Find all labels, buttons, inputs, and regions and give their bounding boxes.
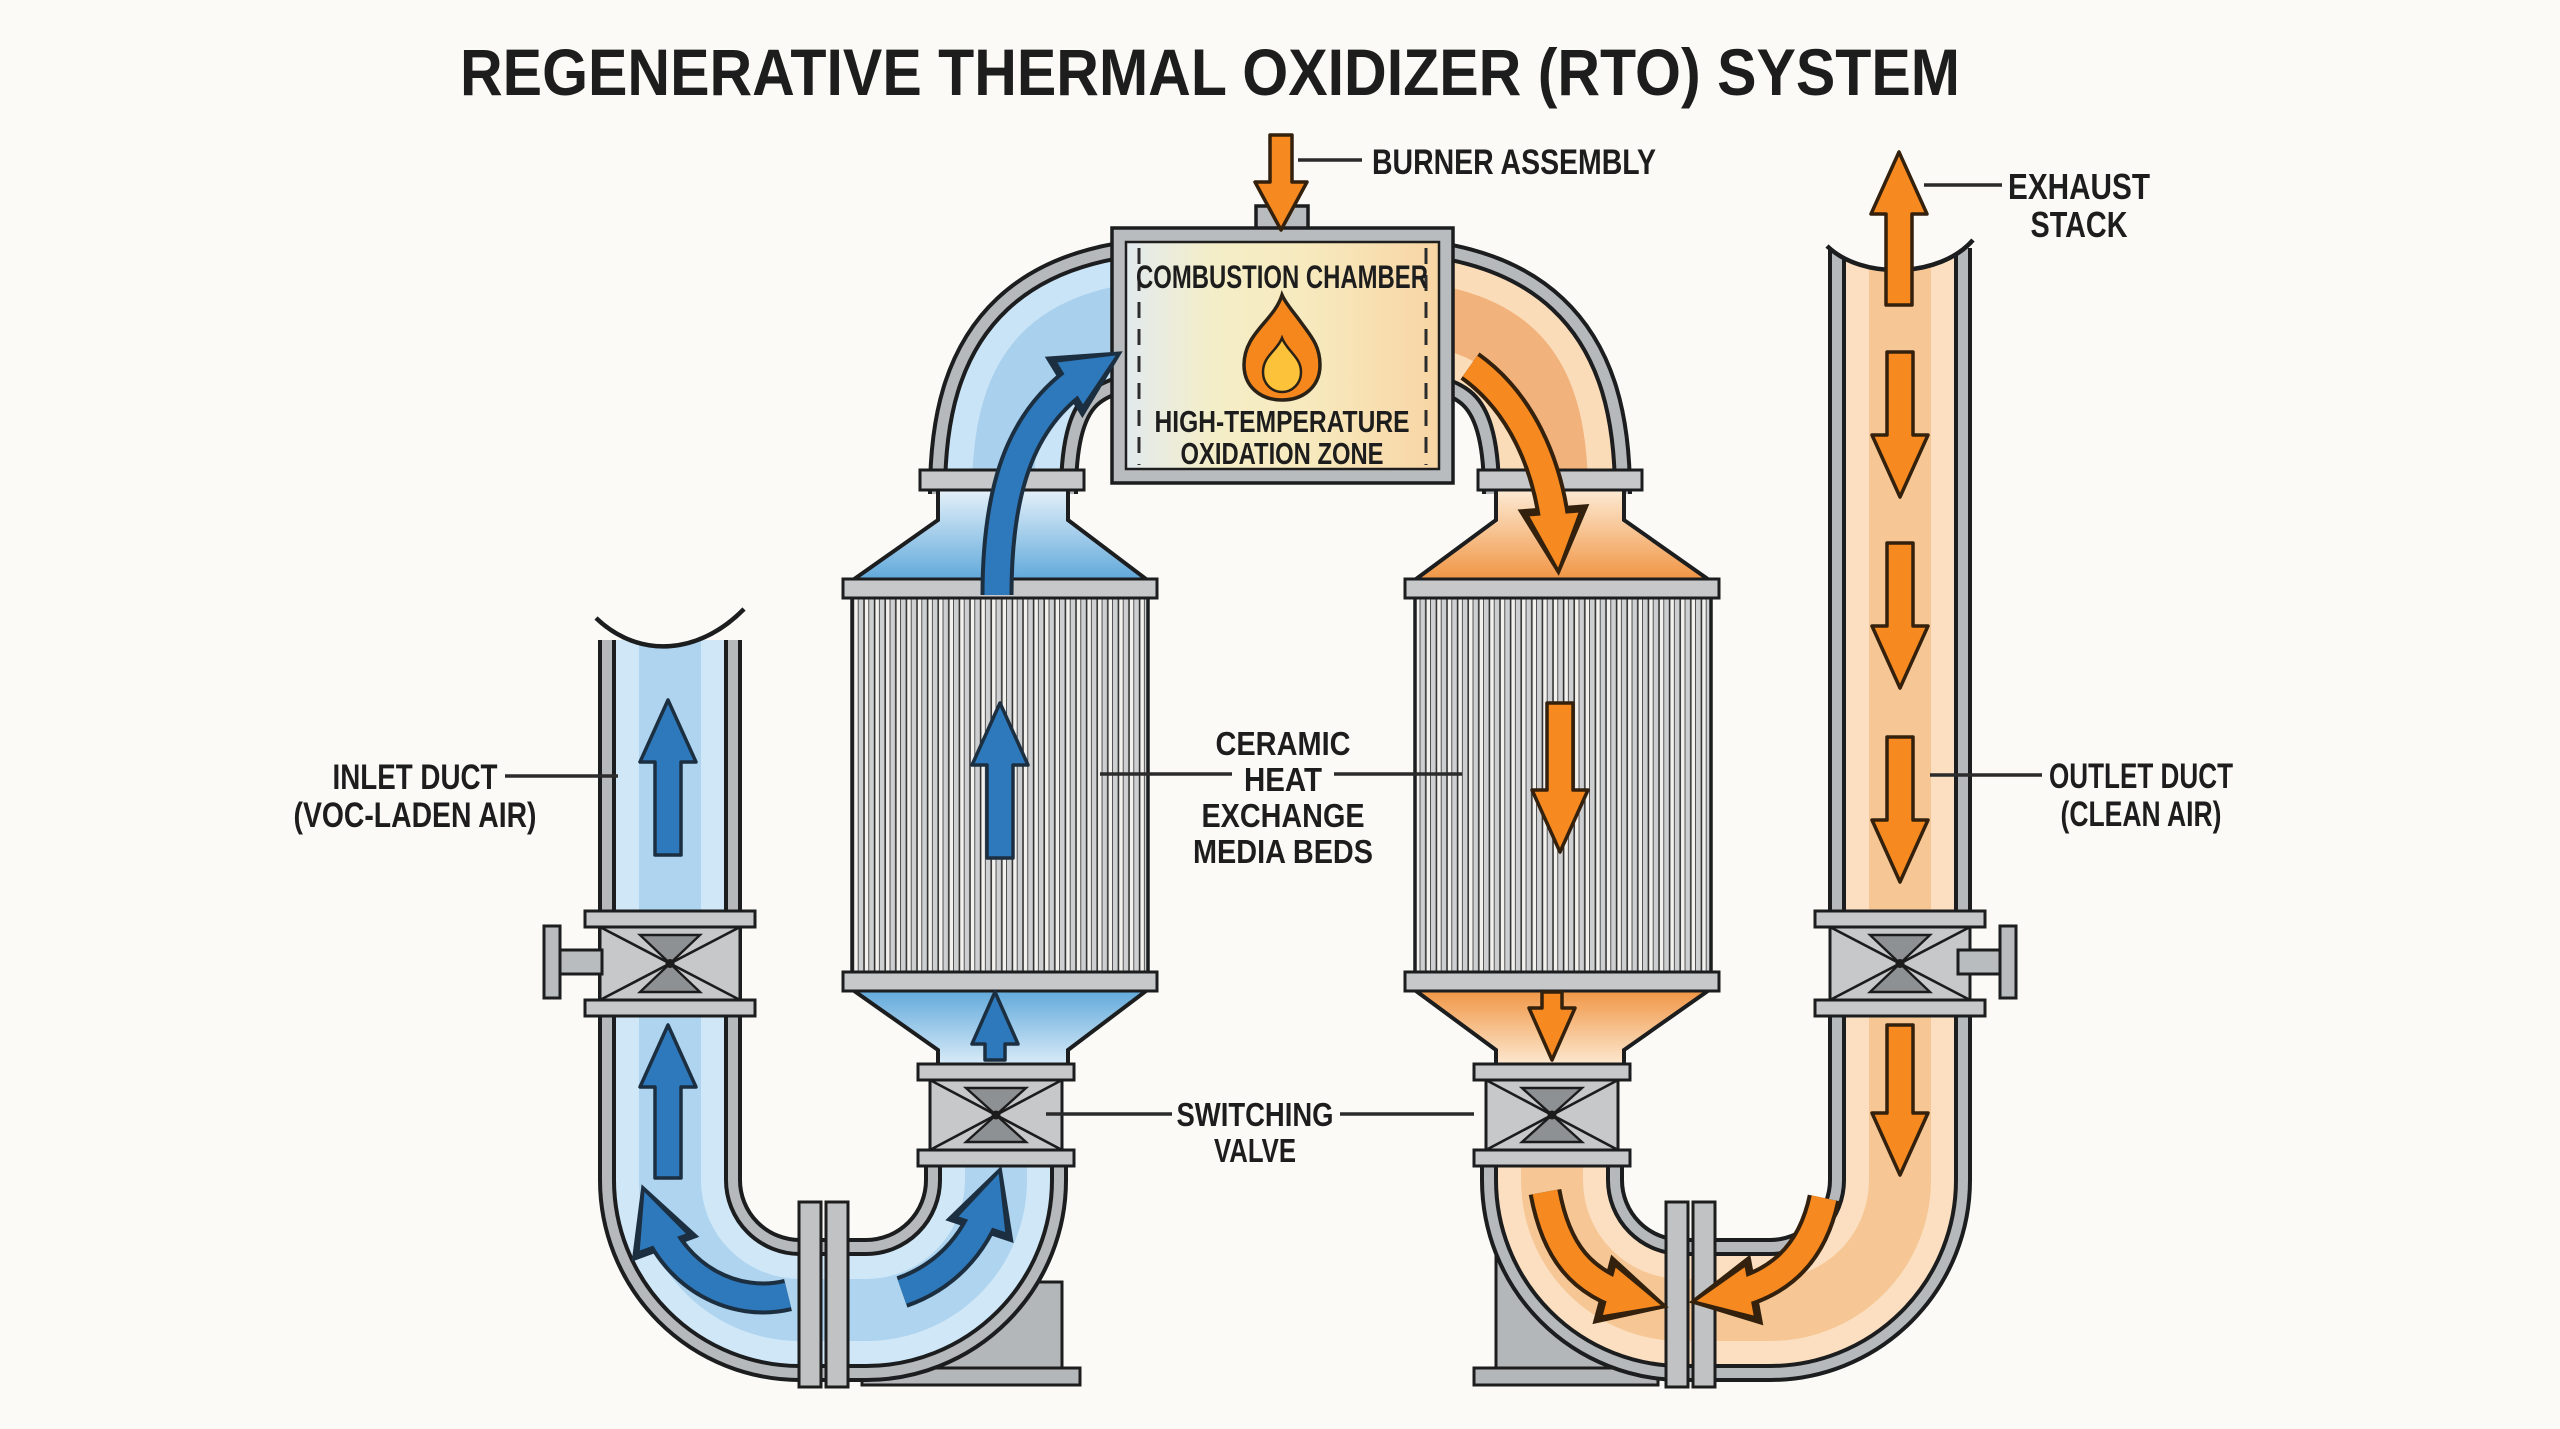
valve-center-pin	[1895, 959, 1905, 968]
valve-bowtie-icon	[1518, 1113, 1586, 1144]
flow-arrows	[631, 133, 1930, 1326]
annotations: REGENERATIVE THERMAL OXIDIZER (RTO) SYST…	[294, 35, 2234, 1169]
valve-bowtie-icon	[962, 1086, 1030, 1117]
cold-flow-arrow	[970, 701, 1030, 860]
valve-bowtie-icon	[1866, 933, 1934, 966]
valve-center-pin	[991, 1110, 1001, 1120]
outlet-valve-handle	[1998, 924, 2018, 1000]
label-media-beds-line4: MEDIA BEDS	[1193, 833, 1373, 870]
valve-center-pin	[665, 959, 675, 968]
left-valve-top-flange	[916, 1062, 1076, 1082]
valve-bowtie-icon	[1866, 961, 1934, 994]
hot-flow-arrow	[1870, 541, 1930, 690]
label-outlet-duct-line1: OUTLET DUCT	[2049, 757, 2233, 796]
label-inlet-duct-line1: INLET DUCT	[333, 758, 498, 797]
hot-flow-arrow	[1530, 701, 1590, 854]
flame-inner-icon	[1261, 334, 1303, 394]
label-burner-assembly: BURNER ASSEMBLY	[1372, 143, 1656, 182]
inlet-valve-stem	[556, 948, 604, 976]
hot-flow-arrow	[1870, 350, 1930, 499]
right-bed-bottom-flange	[1403, 970, 1721, 993]
outlet-valve-top-flange	[1813, 909, 1987, 929]
valve-symbols	[599, 925, 1971, 1152]
valve-bowtie-icon	[1518, 1086, 1586, 1117]
inlet-valve-handle	[542, 924, 562, 1000]
outlet-valve-stem	[1956, 948, 2004, 976]
valve-bowtie-icon	[962, 1113, 1030, 1144]
inlet-duct-break-edge	[594, 607, 746, 649]
cold-flow-arrow	[970, 990, 1020, 1062]
hot-flow-arrow	[1870, 1023, 1930, 1177]
right-valve-bottom-flange	[1472, 1148, 1632, 1168]
valve-bowtie-icon	[636, 933, 704, 966]
label-switching-valve-line2: VALVE	[1214, 1132, 1296, 1169]
hot-flow-arrow	[1253, 133, 1309, 232]
hot-flow-arrow	[1870, 735, 1930, 884]
label-outlet-duct-line2: (CLEAN AIR)	[2061, 795, 2222, 834]
label-combustion-chamber: COMBUSTION CHAMBER	[1136, 259, 1428, 295]
label-oxidation-zone-line1: HIGH-TEMPERATURE	[1155, 404, 1410, 439]
hot-flow-arrow	[1527, 990, 1577, 1062]
label-inlet-duct-line2: (VOC-LADEN AIR)	[294, 796, 537, 835]
right-bed-top-flange	[1403, 577, 1721, 600]
label-exhaust-stack-line2: STACK	[2031, 204, 2128, 245]
right-valve-top-flange	[1472, 1062, 1632, 1082]
combustion-chamber: COMBUSTION CHAMBER HIGH-TEMPERATURE OXID…	[1110, 204, 1455, 485]
cold-flow-arrow	[638, 1023, 698, 1180]
left-duct-coupling	[797, 1200, 850, 1389]
inlet-valve-bottom-flange	[583, 998, 757, 1018]
cold-flow-arrow	[638, 698, 698, 857]
inlet-valve-top-flange	[583, 909, 757, 929]
left-bed-bottom-flange	[841, 970, 1159, 993]
label-exhaust-stack-line1: EXHAUST	[2008, 166, 2150, 207]
label-oxidation-zone-line2: OXIDATION ZONE	[1181, 436, 1384, 471]
valve-center-pin	[1547, 1110, 1557, 1120]
page-title: REGENERATIVE THERMAL OXIDIZER (RTO) SYST…	[460, 35, 1960, 109]
hot-flow-arrow	[1869, 150, 1929, 307]
label-media-beds-line1: CERAMIC	[1216, 725, 1351, 762]
left-valve-bottom-flange	[916, 1148, 1076, 1168]
valve-bowtie-icon	[636, 961, 704, 994]
label-media-beds-line3: EXCHANGE	[1202, 797, 1365, 834]
outlet-valve-bottom-flange	[1813, 998, 1987, 1018]
label-media-beds-line2: HEAT	[1244, 761, 1322, 798]
label-switching-valve-line1: SWITCHING	[1177, 1096, 1334, 1133]
